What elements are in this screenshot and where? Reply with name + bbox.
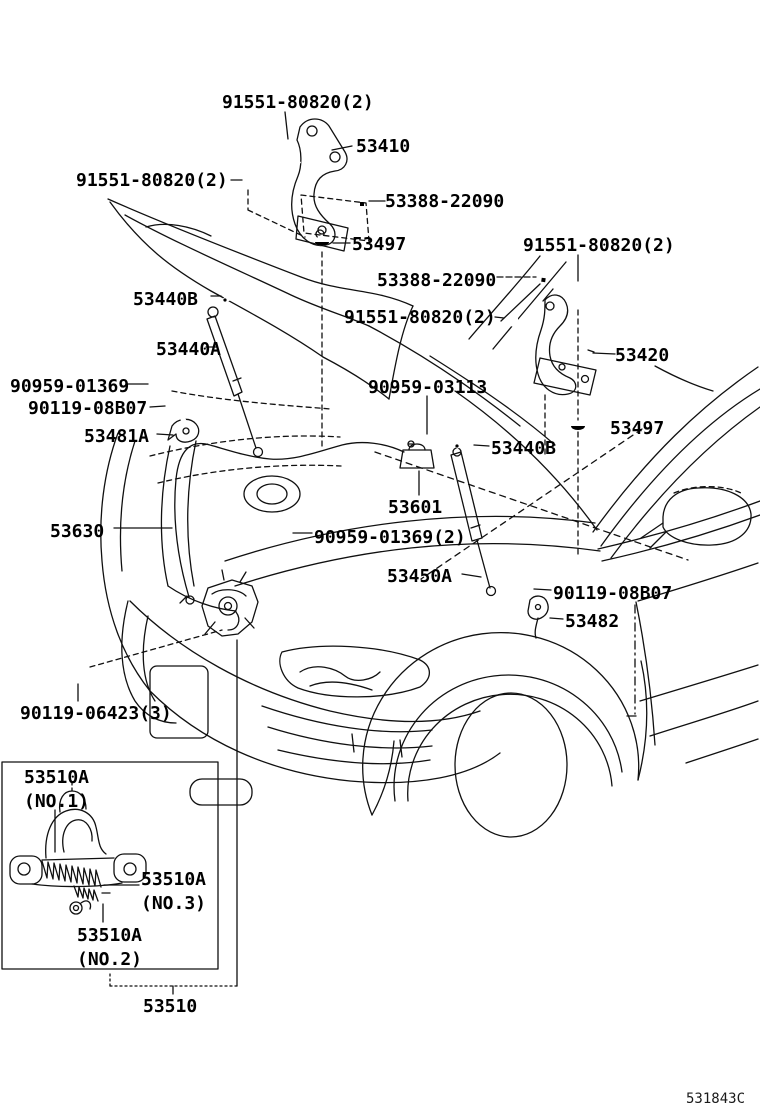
grille (261, 705, 433, 765)
part-label-53440B-left: 53440B (133, 289, 198, 310)
part-label-53388-22090-top: 53388-22090 (385, 191, 504, 212)
part-label-91551-80820-left: 91551-80820(2) (76, 170, 228, 191)
inset-link-bracket (109, 970, 238, 987)
part-label-90959-01369: 90959-01369 (10, 376, 129, 397)
front-bumper (100, 432, 501, 806)
part-label-53510: 53510 (143, 996, 197, 1017)
cowl-lines (368, 255, 598, 531)
inset-detail-box (1, 761, 219, 970)
part-label-53510A-no1: 53510A (24, 767, 89, 788)
hood-lock-assembly (201, 569, 259, 637)
nut-icon (571, 420, 585, 430)
bolt-icon (572, 283, 584, 312)
part-label-53510A-no3: 53510A (141, 869, 206, 890)
hood-support-rod-53440A (206, 306, 264, 458)
part-label-53497-right: 53497 (610, 418, 664, 439)
engine-bay-lines (149, 390, 689, 612)
part-label-91551-80820-mid: 91551-80820(2) (344, 307, 496, 328)
part-labels: 91551-80820(2) 53410 91551-80820(2) 5338… (10, 92, 745, 1107)
front-wheel (362, 632, 648, 838)
bolt-icon (68, 658, 94, 690)
part-label-90119-06423: 90119-06423(3) (20, 703, 172, 724)
part-label-90959-03113: 90959-03113 (368, 377, 487, 398)
part-label-53630: 53630 (50, 521, 104, 542)
bolt-icon (502, 310, 531, 340)
part-label-53420: 53420 (615, 345, 669, 366)
part-label-53510A-no3-suffix: (NO.3) (141, 893, 206, 914)
part-label-53482: 53482 (565, 611, 619, 632)
part-label-53481A: 53481A (84, 426, 149, 447)
part-label-53510A-no2-suffix: (NO.2) (77, 949, 142, 970)
part-label-53497-top: 53497 (352, 234, 406, 255)
hood-panel-outline (107, 198, 414, 400)
part-label-53440B-right: 53440B (491, 438, 556, 459)
clip-icon (422, 434, 432, 445)
a-pillar-lines (592, 366, 760, 559)
clip-icon (222, 287, 238, 303)
part-label-53510A-no2: 53510A (77, 925, 142, 946)
hood-hinge-left-53410 (291, 118, 349, 252)
clip-icon (454, 433, 470, 449)
dashed-reference-lines (89, 189, 636, 715)
part-label-90119-08B07-left: 90119-08B07 (28, 398, 147, 419)
part-label-53410: 53410 (356, 136, 410, 157)
part-label-53450A: 53450A (387, 566, 452, 587)
part-label-53601: 53601 (388, 497, 442, 518)
bracket-53482 (527, 595, 549, 639)
part-label-53440A: 53440A (156, 339, 221, 360)
part-label-53510A-no1-suffix: (NO.1) (24, 791, 89, 812)
headlight (279, 645, 431, 698)
clip-icon (149, 376, 167, 389)
lock-striker-53601 (399, 440, 435, 469)
part-label-90119-08B07-right: 90119-08B07 (553, 583, 672, 604)
hood-support-rod-53450A (450, 447, 497, 597)
grommet-icon (537, 269, 551, 283)
bolt-icon (241, 169, 253, 198)
part-label-53388-22090-mid: 53388-22090 (377, 270, 496, 291)
body-side-lines (597, 500, 760, 764)
side-mirror (640, 486, 752, 549)
leader-lines (77, 111, 714, 995)
part-label-91551-80820-right: 91551-80820(2) (523, 235, 675, 256)
hood-hinge-right-53420 (533, 294, 597, 396)
clip-icon (275, 525, 293, 538)
part-label-91551-80820-top: 91551-80820(2) (222, 92, 374, 113)
drawing-code: 531843C (686, 1091, 745, 1107)
bolt-icon (514, 573, 529, 604)
part-label-90959-01369-2: 90959-01369(2) (314, 527, 466, 548)
hood-release-cable (174, 441, 405, 605)
